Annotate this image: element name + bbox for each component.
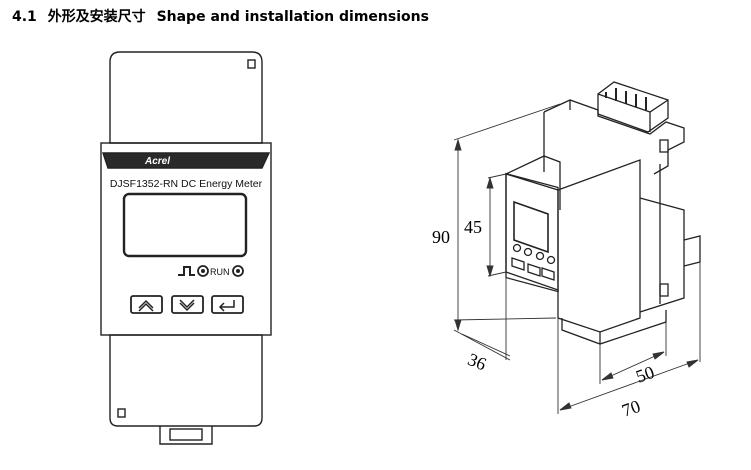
side-tab: [659, 283, 669, 297]
pulse-icon: [178, 266, 195, 276]
meter-bottom-section: [109, 334, 263, 427]
extension-lines-70: [557, 262, 701, 414]
dimension-36: 36: [465, 349, 489, 374]
dimension-90: 90: [432, 227, 450, 247]
iso-led: [535, 251, 545, 261]
din-clip-slot: [169, 428, 203, 441]
arrows-90: [454, 138, 462, 332]
iso-buttons: [511, 257, 555, 281]
enter-button[interactable]: [211, 295, 244, 314]
enter-icon: [218, 300, 235, 312]
section-title-cn: 外形及安装尺寸: [47, 9, 146, 25]
extension-lines-45: [487, 173, 507, 277]
iso-display: [513, 200, 549, 254]
down-icon: [179, 299, 195, 312]
run-led-icon: [232, 265, 244, 277]
isometric-view: [505, 81, 701, 345]
meter-top-section: [109, 51, 263, 144]
din-clip: [159, 426, 213, 445]
iso-led: [523, 247, 533, 257]
pulse-led-icon: [197, 265, 209, 277]
iso-led: [546, 255, 556, 265]
section-heading: 4.1 外形及安装尺寸 Shape and installation dimen…: [12, 6, 435, 26]
corner-mark: [247, 59, 256, 69]
front-step-top: [505, 155, 561, 210]
arrows-70: [559, 359, 699, 411]
dimension-line-70: [559, 359, 699, 411]
dimension-50: 50: [633, 362, 657, 387]
brand-band: [102, 152, 271, 169]
terminal-screws: [605, 88, 647, 110]
dimension-70: 70: [619, 396, 643, 421]
din-foot: [683, 235, 701, 267]
model-label: DJSF1352-RN DC Energy Meter: [110, 178, 263, 190]
dimension-line-36: [461, 333, 511, 357]
down-button[interactable]: [171, 295, 204, 314]
iso-led: [512, 243, 522, 253]
section-title-en: Shape and installation dimensions: [156, 9, 429, 25]
side-tab: [659, 139, 669, 153]
upper-body-outline: [543, 99, 685, 175]
extension-lines-90: [453, 103, 561, 321]
corner-mark: [117, 408, 126, 418]
dimension-lines: [453, 103, 701, 414]
arrows-50: [601, 351, 665, 381]
front-view: [100, 51, 272, 445]
upper-body-edges: [543, 100, 571, 172]
run-label: RUN: [210, 267, 230, 277]
dimension-45: 45: [464, 217, 482, 237]
lcd-display: [122, 192, 248, 258]
extension-lines-50: [599, 322, 667, 384]
arrows-45: [486, 176, 494, 278]
side-body-outline: [557, 159, 685, 333]
section-number: 4.1: [12, 9, 37, 25]
up-icon: [138, 299, 154, 312]
up-button[interactable]: [130, 295, 163, 314]
run-led-dot: [236, 269, 240, 273]
brand-logo: Acrel: [144, 156, 170, 167]
pulse-led-dot: [201, 269, 205, 273]
side-body-edges: [639, 164, 661, 312]
